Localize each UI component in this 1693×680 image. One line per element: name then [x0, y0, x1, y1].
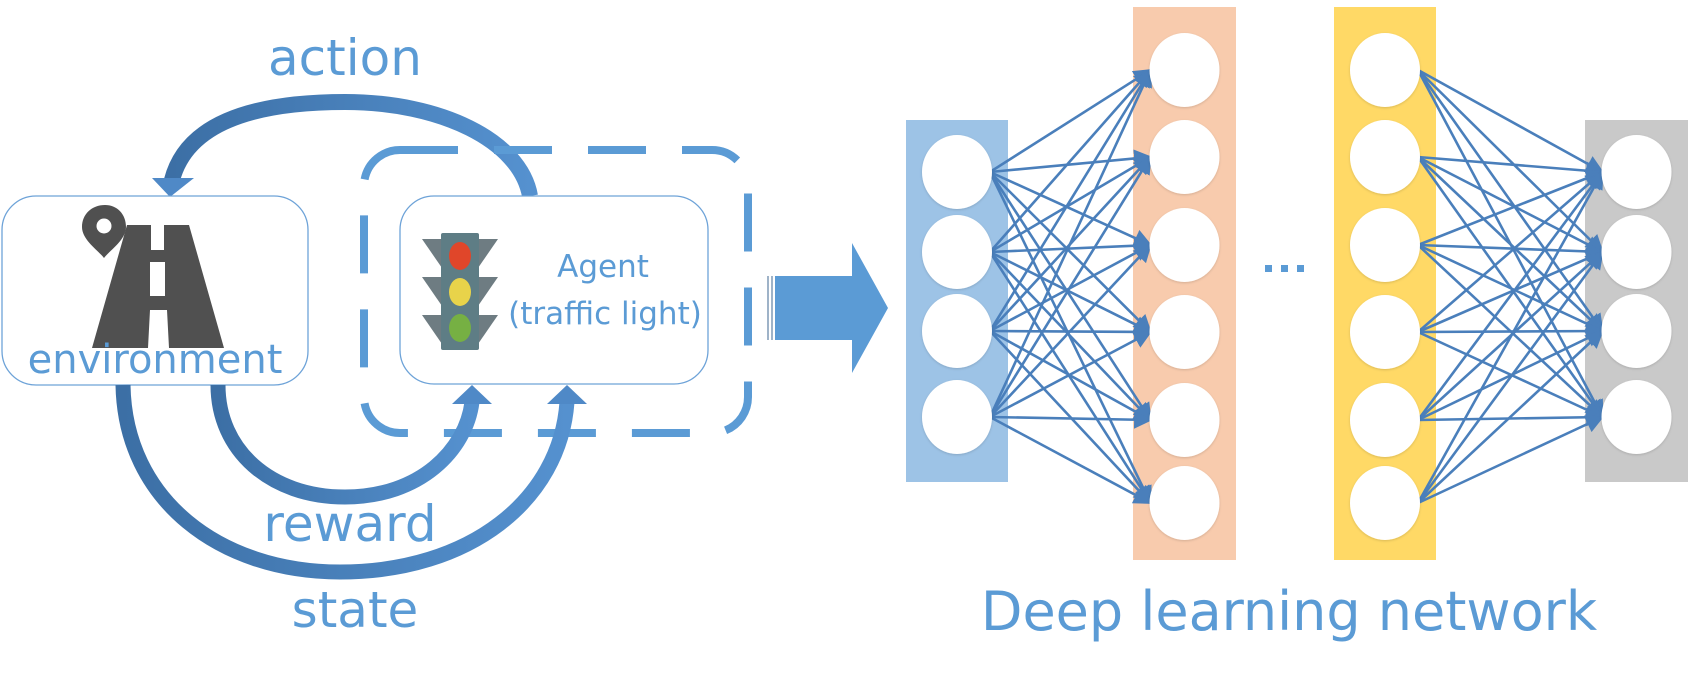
edge-hidden-n-4-to-output-3 — [1417, 321, 1605, 341]
edge-hidden-n-1-to-output-2 — [1417, 69, 1604, 254]
node-hidden-1-6 — [1149, 466, 1220, 540]
edge-hidden-n-3-to-output-1 — [1417, 169, 1605, 247]
node-hidden-n-5 — [1350, 383, 1420, 457]
edge-input-2-to-hidden-1-4 — [989, 250, 1153, 334]
node-output-1 — [1601, 135, 1672, 209]
edge-hidden-n-6-to-output-1 — [1416, 170, 1604, 504]
edge-input-4-to-hidden-1-3 — [989, 243, 1152, 418]
edge-input-2-to-hidden-1-2 — [989, 155, 1153, 254]
edge-input-2-to-hidden-1-5 — [989, 251, 1152, 422]
node-hidden-n-6 — [1350, 466, 1420, 540]
environment-node[interactable]: environment — [1, 195, 309, 386]
node-hidden-n-4 — [1350, 295, 1420, 369]
right-arrow-icon — [767, 243, 888, 373]
edge-input-4-to-hidden-1-6 — [989, 415, 1153, 505]
edge-hidden-n-5-to-output-1 — [1416, 170, 1604, 421]
edge-hidden-n-2-to-output-2 — [1417, 155, 1605, 254]
node-hidden-1-2 — [1149, 120, 1220, 194]
edge-input-2-to-hidden-1-1 — [989, 68, 1152, 253]
node-output-4 — [1601, 380, 1672, 454]
edge-input-1-to-hidden-1-2 — [989, 149, 1153, 174]
edge-hidden-n-6-to-output-3 — [1417, 329, 1604, 504]
rl-loop: action environment — [1, 29, 752, 639]
environment-label: environment — [28, 337, 283, 383]
agent-node[interactable]: Agent (traffic light) — [399, 195, 709, 385]
edge-input-1-to-hidden-1-1 — [989, 68, 1153, 174]
edge-input-4-to-hidden-1-2 — [988, 155, 1152, 418]
edge-input-4-to-hidden-1-1 — [988, 68, 1152, 418]
network-layers — [906, 7, 1688, 560]
edge-hidden-n-3-to-output-2 — [1417, 242, 1605, 261]
node-output-3 — [1601, 294, 1672, 368]
edge-input-4-to-hidden-1-5 — [989, 410, 1153, 429]
ellipsis — [1265, 265, 1304, 272]
edge-hidden-n-2-to-output-1 — [1417, 155, 1605, 180]
edge-hidden-n-4-to-output-1 — [1417, 170, 1604, 333]
node-hidden-1-4 — [1149, 295, 1220, 369]
red-light — [449, 242, 471, 270]
edge-input-2-to-hidden-1-6 — [988, 251, 1152, 505]
node-hidden-1-3 — [1149, 208, 1220, 282]
node-hidden-1-1 — [1149, 33, 1220, 107]
edge-input-3-to-hidden-1-1 — [988, 68, 1152, 332]
reward-label: reward — [263, 495, 436, 553]
agent-sublabel: (traffic light) — [508, 296, 702, 332]
road-with-map-pin-icon — [82, 205, 224, 348]
green-light — [449, 314, 471, 342]
edge-hidden-n-2-to-output-3 — [1417, 156, 1604, 333]
node-output-2 — [1601, 215, 1672, 289]
state-label: state — [292, 581, 419, 639]
node-hidden-1-5 — [1149, 383, 1220, 457]
node-input-1 — [922, 135, 992, 209]
edge-input-1-to-hidden-1-5 — [988, 171, 1152, 422]
reward-arrow — [210, 384, 492, 505]
action-arrow — [152, 93, 538, 198]
edge-input-4-to-hidden-1-4 — [989, 330, 1153, 419]
edge-hidden-n-6-to-output-2 — [1416, 250, 1604, 504]
network-connections — [988, 68, 1605, 505]
state-arrow — [115, 384, 587, 580]
edge-input-1-to-hidden-1-4 — [989, 171, 1152, 334]
node-hidden-n-2 — [1350, 120, 1420, 194]
edge-hidden-n-6-to-output-4 — [1417, 415, 1605, 505]
node-input-3 — [922, 294, 992, 368]
node-hidden-n-3 — [1350, 208, 1420, 282]
agent-label: Agent — [557, 249, 649, 285]
node-hidden-n-1 — [1350, 33, 1420, 107]
network-title: Deep learning network — [981, 580, 1598, 643]
edge-hidden-n-1-to-output-3 — [1416, 69, 1604, 333]
traffic-light-icon — [422, 233, 498, 350]
edge-hidden-n-1-to-output-1 — [1417, 68, 1605, 174]
edge-hidden-n-3-to-output-3 — [1417, 243, 1605, 333]
yellow-light — [449, 278, 471, 306]
network-nodes — [922, 33, 1672, 540]
edge-hidden-n-4-to-output-2 — [1417, 250, 1605, 334]
edge-input-1-to-hidden-1-3 — [989, 170, 1153, 247]
node-input-2 — [922, 215, 992, 289]
action-label: action — [268, 29, 422, 87]
edge-input-2-to-hidden-1-3 — [989, 236, 1153, 255]
node-input-4 — [922, 380, 992, 454]
